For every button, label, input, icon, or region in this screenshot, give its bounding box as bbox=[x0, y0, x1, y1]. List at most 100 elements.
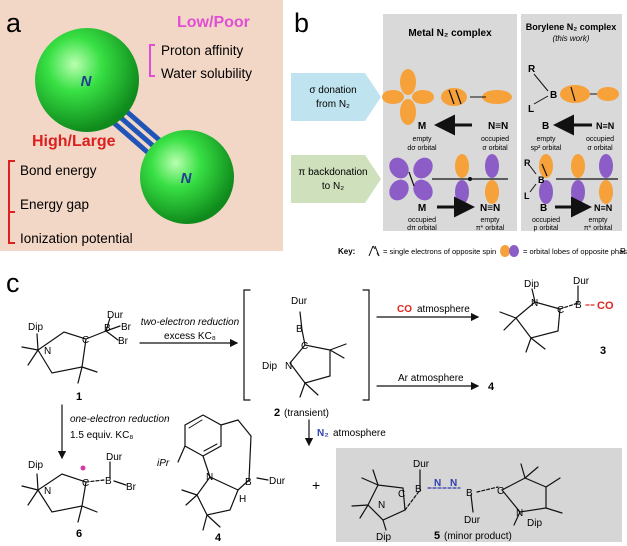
c4-n: N bbox=[206, 472, 213, 483]
sigma-donation-label-2: from N₂ bbox=[316, 99, 350, 110]
co-atmosphere-word: atmosphere bbox=[417, 304, 470, 315]
plus-sign: + bbox=[312, 477, 320, 493]
borylene-r2-right-2: π* orbital bbox=[584, 225, 613, 232]
borylene-b-label2-row2: B bbox=[540, 203, 547, 214]
borylene-l-label-row1: L bbox=[528, 104, 534, 115]
compound-5-box bbox=[336, 448, 622, 542]
spin-arrows-icon bbox=[368, 245, 380, 257]
c2-n: N bbox=[285, 361, 292, 372]
c4-b: B bbox=[245, 477, 252, 488]
c1-c: C bbox=[82, 335, 89, 346]
key-text-spin: = single electrons of opposite spin bbox=[383, 247, 496, 256]
compound-1-structure bbox=[21, 317, 121, 384]
compound-5-structure bbox=[351, 463, 563, 531]
metal-n2-label-row2: N≡N bbox=[480, 203, 500, 214]
c5-n-left: N bbox=[378, 500, 385, 511]
high-large-heading: High/Large bbox=[32, 133, 116, 150]
c1-dur: Dur bbox=[107, 310, 124, 321]
two-electron-reduction-label: two-electron reduction bbox=[141, 317, 240, 328]
metal-r2-right-2: π* orbital bbox=[476, 225, 505, 232]
c5-n-azo-1: N bbox=[434, 478, 441, 489]
c1-b: B bbox=[104, 323, 111, 334]
borylene-n2-label-row2: N≡N bbox=[594, 203, 612, 213]
c5-dip-left: Dip bbox=[376, 532, 391, 543]
pi-backdonation-label-1: π backdonation bbox=[298, 167, 367, 178]
c6-n: N bbox=[44, 486, 51, 497]
key-label: Key: bbox=[338, 247, 355, 256]
borylene-b-label-row2: B bbox=[538, 175, 545, 185]
c3-b: B bbox=[575, 300, 582, 311]
compound-4-structure bbox=[177, 414, 269, 531]
metal-m-label-row2: M bbox=[418, 203, 426, 214]
sigma-donation-arrow bbox=[291, 73, 381, 121]
c3-n: N bbox=[531, 298, 538, 309]
nitrogen-atom-right bbox=[140, 130, 234, 224]
borylene-l-label-row2: L bbox=[524, 191, 530, 201]
metal-r1-left-2: dσ orbital bbox=[407, 145, 437, 152]
c6-dur: Dur bbox=[106, 452, 123, 463]
bracket-left bbox=[243, 289, 251, 401]
atom-label-right: N bbox=[181, 170, 193, 187]
metal-r2-right-1: empty bbox=[480, 217, 500, 224]
borylene-sigma-orbitals bbox=[533, 73, 619, 105]
co-atmosphere-co: CO bbox=[397, 304, 412, 315]
n2-molecule-model: N N bbox=[35, 28, 234, 224]
borylene-r2-left-2: p orbital bbox=[534, 225, 559, 232]
low-item-water-solubility: Water solubility bbox=[161, 66, 252, 81]
c3-dip: Dip bbox=[524, 279, 539, 290]
panel-c-letter: c bbox=[6, 268, 20, 298]
high-item-energy-gap: Energy gap bbox=[20, 197, 89, 212]
orbital-lobes-icon bbox=[500, 245, 519, 257]
c4-dur: Dur bbox=[269, 476, 286, 487]
compound-1-number: 1 bbox=[76, 391, 82, 403]
borylene-r1-left-2: sp² orbital bbox=[531, 145, 562, 152]
borylene-r1-right-1: occupied bbox=[586, 136, 614, 143]
c6-c: C bbox=[82, 478, 89, 489]
ar-atmosphere-label: Ar atmosphere bbox=[398, 373, 464, 384]
pi-backdonation-arrow bbox=[291, 155, 381, 203]
compound-2-note: (transient) bbox=[284, 408, 329, 419]
borylene-b-label-row1: B bbox=[550, 90, 557, 101]
borylene-complex-title: Borylene N₂ complex bbox=[526, 22, 617, 32]
panel-a: a N N Low/Poor Proton affinity Water sol… bbox=[0, 0, 283, 251]
n2-atmosphere-word: atmosphere bbox=[333, 428, 386, 439]
c5-b-left: B bbox=[415, 484, 422, 495]
c3-co: CO bbox=[597, 300, 614, 312]
low-item-proton-affinity: Proton affinity bbox=[161, 43, 244, 58]
radical-dot bbox=[80, 465, 86, 471]
borylene-r1-left-1: empty bbox=[536, 136, 556, 143]
borylene-r2-left-1: occupied bbox=[532, 217, 560, 224]
c3-dur: Dur bbox=[573, 276, 590, 287]
c2-c: C bbox=[301, 341, 308, 352]
equiv-kc8-label: 1.5 equiv. KC₈ bbox=[70, 430, 133, 441]
borylene-b-label2-row1: B bbox=[542, 121, 549, 132]
compound-3-structure bbox=[499, 285, 597, 353]
c2-dip: Dip bbox=[262, 361, 277, 372]
borylene-r1-right-2: σ orbital bbox=[587, 145, 613, 152]
c5-n-right: N bbox=[516, 508, 523, 519]
c6-dip: Dip bbox=[28, 460, 43, 471]
key-text-phase: = orbital lobes of opposite phase bbox=[523, 247, 627, 256]
metal-r2-left-2: dπ orbital bbox=[407, 225, 437, 232]
metal-m-label-row1: M bbox=[418, 121, 426, 132]
c1-br1: Br bbox=[121, 322, 132, 333]
compound-5-number: 5 bbox=[434, 530, 440, 542]
c5-b-right: B bbox=[466, 488, 473, 499]
atom-label-left: N bbox=[81, 73, 93, 90]
metal-complex-title: Metal N₂ complex bbox=[408, 28, 492, 39]
c5-n-azo-2: N bbox=[450, 478, 457, 489]
bracket-right bbox=[362, 289, 370, 401]
compound-6-structure bbox=[21, 461, 127, 523]
borylene-r2-right-1: empty bbox=[588, 217, 608, 224]
nitrogen-atom-left bbox=[35, 28, 139, 132]
borylene-r-label-row2: R bbox=[524, 158, 531, 168]
excess-kc8-label: excess KC₈ bbox=[164, 331, 216, 342]
metal-r2-left-1: occupied bbox=[408, 217, 436, 224]
c5-dip-right: Dip bbox=[527, 518, 542, 529]
c1-br2: Br bbox=[118, 336, 129, 347]
c4-h: H bbox=[239, 494, 246, 505]
high-item-bond-energy: Bond energy bbox=[20, 163, 97, 178]
sigma-donation-label-1: σ donation bbox=[309, 85, 356, 96]
panel-c: c Dip N C B Dur Br Br 1 two-electron red… bbox=[6, 268, 622, 544]
